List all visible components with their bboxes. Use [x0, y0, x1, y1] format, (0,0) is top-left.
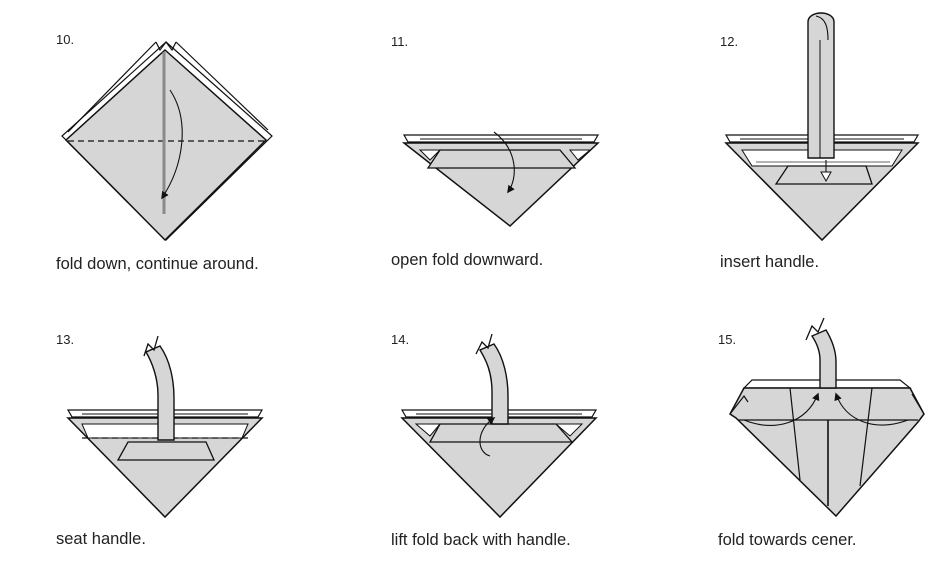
step-14-lift-arrow: [479, 417, 496, 457]
step-15-handle: [810, 329, 837, 389]
step-11-diagram: [401, 131, 600, 227]
step-12-handle: [807, 12, 835, 159]
step-10-top-notch: [155, 41, 177, 52]
step-15-right-crease: [859, 387, 873, 487]
step-12-caption: insert handle.: [720, 253, 820, 271]
step-15-right-tip: [911, 393, 925, 415]
step-14-right-flap: [554, 423, 584, 437]
step-10-edge-left: [67, 41, 157, 133]
step-14-diagram: [400, 333, 598, 519]
step-15-caption: fold towards cener.: [718, 531, 857, 549]
step-14-inner-flap: [428, 423, 574, 443]
step-10-paper: [64, 48, 268, 242]
step-13-number: 13.: [56, 332, 75, 347]
step-13-caption: seat handle.: [56, 530, 146, 548]
step-15-break-mark: [805, 317, 825, 341]
step-14-left-flap: [414, 423, 442, 437]
step-15-left-crease: [789, 387, 801, 481]
step-11-number: 11.: [391, 34, 409, 49]
step-15-paper: [729, 387, 925, 518]
step-15-number: 15.: [718, 332, 737, 347]
step-15-left-tip: [729, 394, 749, 415]
step-13-diagram: [66, 335, 264, 519]
step-11-inner-flap: [426, 149, 577, 169]
step-14-caption: lift fold back with handle.: [391, 531, 571, 549]
step-14-handle: [478, 343, 509, 425]
step-11-open-arrow: [493, 131, 515, 194]
step-10-caption: fold down, continue around.: [56, 255, 259, 273]
step-15-right-arrow: [834, 392, 909, 426]
step-10-number: 10.: [56, 32, 75, 47]
step-11-right-flap: [568, 149, 592, 161]
step-11-caption: open fold downward.: [391, 251, 544, 269]
step-12-diagram: [724, 12, 920, 242]
step-14-break-mark: [475, 333, 493, 355]
step-13-handle: [144, 345, 175, 441]
step-11-left-flap: [418, 149, 442, 161]
step-10-fold-arrow: [161, 89, 183, 200]
step-15-diagram: [729, 317, 925, 518]
step-12-handle-curl: [815, 15, 829, 41]
step-12-insert-arrow-head: [820, 171, 832, 183]
step-10-diagram: [61, 41, 273, 242]
step-12-number: 12.: [720, 34, 739, 49]
step-13-break-mark: [143, 335, 159, 357]
step-13-inner-flap: [116, 441, 216, 461]
step-14-number: 14.: [391, 332, 410, 347]
step-10-edge-right: [175, 41, 269, 131]
step-15-left-arrow: [743, 392, 820, 426]
